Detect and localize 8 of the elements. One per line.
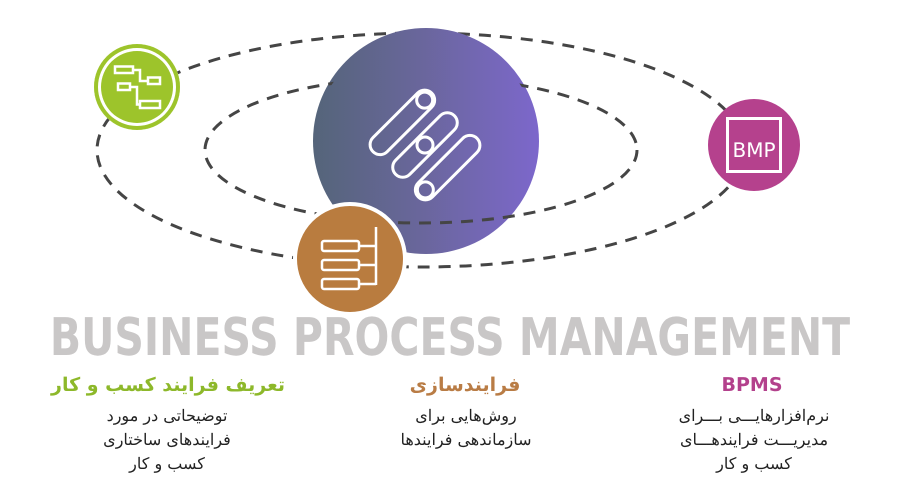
title: BUSINESS PROCESS MANAGEMENT xyxy=(50,317,850,359)
column-text: نرم‌افزارهایـــی بـــرای مدیریـــت فرایندهـــای کسب و کار xyxy=(678,405,830,475)
column-heading: فرایندسازی xyxy=(408,373,522,398)
node-label: BMP xyxy=(732,140,776,160)
column-heading: تعریف فرایند کسب و کار xyxy=(49,373,286,398)
column-heading: BPMS xyxy=(720,373,784,398)
column-text: توضیحاتی در مورد فرایندهای ساختاری کسب و کار xyxy=(102,405,232,475)
column-text: روش‌هایی برای سازماندهی فرایندها xyxy=(399,405,533,451)
